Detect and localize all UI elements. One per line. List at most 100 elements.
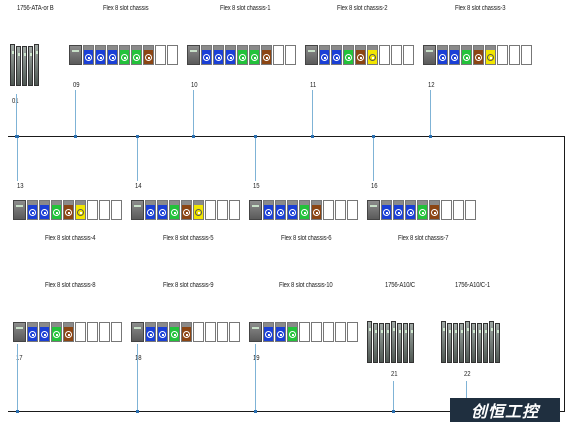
io-module-blue[interactable]: [287, 200, 298, 220]
drop-line: [137, 137, 138, 181]
io-module-brown[interactable]: [63, 200, 74, 220]
io-module-blue[interactable]: [107, 45, 118, 65]
flex-chassis-15[interactable]: [249, 200, 358, 220]
rack-module[interactable]: [373, 323, 378, 363]
io-module-blue[interactable]: [39, 322, 50, 342]
io-module-green[interactable]: [131, 45, 142, 65]
io-module-green[interactable]: [237, 45, 248, 65]
module-status-icon: [159, 208, 166, 216]
rack-module[interactable]: [397, 323, 402, 363]
rack-module[interactable]: [459, 323, 464, 363]
rack-module[interactable]: [403, 323, 408, 363]
io-module-brown[interactable]: [311, 200, 322, 220]
io-module-green[interactable]: [169, 200, 180, 220]
flex-chassis-16[interactable]: [367, 200, 476, 220]
empty-slot: [509, 45, 520, 65]
module-status-icon: [159, 330, 166, 338]
io-module-blue[interactable]: [263, 200, 274, 220]
io-module-green[interactable]: [417, 200, 428, 220]
io-module-brown[interactable]: [181, 322, 192, 342]
flex-chassis-17[interactable]: [13, 322, 122, 342]
rack-module[interactable]: [453, 323, 458, 363]
drop-line: [193, 90, 194, 136]
io-module-green[interactable]: [249, 45, 260, 65]
io-module-green[interactable]: [461, 45, 472, 65]
rack-module[interactable]: [367, 321, 372, 363]
flex-chassis-10[interactable]: [187, 45, 296, 65]
rack-module[interactable]: [441, 321, 446, 363]
io-module-green[interactable]: [299, 200, 310, 220]
rack-module[interactable]: [483, 323, 488, 363]
drop-line: [17, 137, 18, 181]
io-module-blue[interactable]: [95, 45, 106, 65]
io-module-yellow[interactable]: [193, 200, 204, 220]
io-module-brown[interactable]: [473, 45, 484, 65]
io-module-green[interactable]: [51, 200, 62, 220]
io-module-blue[interactable]: [145, 322, 156, 342]
rack-module[interactable]: [477, 323, 482, 363]
rack-module[interactable]: [10, 44, 15, 86]
controllogix-rack-01[interactable]: [10, 44, 39, 86]
io-module-blue[interactable]: [39, 200, 50, 220]
io-module-blue[interactable]: [393, 200, 404, 220]
rack-module[interactable]: [34, 44, 39, 86]
empty-slot: [403, 45, 414, 65]
io-module-blue[interactable]: [263, 322, 274, 342]
io-module-yellow[interactable]: [367, 45, 378, 65]
io-module-blue[interactable]: [213, 45, 224, 65]
io-module-yellow[interactable]: [75, 200, 86, 220]
flex-chassis-13[interactable]: [13, 200, 122, 220]
io-module-blue[interactable]: [381, 200, 392, 220]
rack-module[interactable]: [465, 321, 470, 363]
flex-chassis-11[interactable]: [305, 45, 414, 65]
io-module-blue[interactable]: [449, 45, 460, 65]
io-module-green[interactable]: [51, 322, 62, 342]
flex-chassis-14[interactable]: [131, 200, 240, 220]
io-module-blue[interactable]: [201, 45, 212, 65]
module-status-icon: [183, 330, 190, 338]
io-module-blue[interactable]: [83, 45, 94, 65]
io-module-blue[interactable]: [319, 45, 330, 65]
io-module-blue[interactable]: [157, 200, 168, 220]
rack-module[interactable]: [409, 323, 414, 363]
flex-chassis-09[interactable]: [69, 45, 178, 65]
io-module-blue[interactable]: [27, 322, 38, 342]
io-module-blue[interactable]: [275, 200, 286, 220]
io-module-blue[interactable]: [405, 200, 416, 220]
io-module-blue[interactable]: [157, 322, 168, 342]
flex-chassis-18[interactable]: [131, 322, 240, 342]
io-module-blue[interactable]: [27, 200, 38, 220]
io-module-blue[interactable]: [225, 45, 236, 65]
rack-module[interactable]: [391, 321, 396, 363]
io-module-brown[interactable]: [181, 200, 192, 220]
io-module-brown[interactable]: [355, 45, 366, 65]
io-module-blue[interactable]: [331, 45, 342, 65]
io-module-blue[interactable]: [275, 322, 286, 342]
rack-module[interactable]: [22, 46, 27, 86]
flex-chassis-19[interactable]: [249, 322, 358, 342]
io-module-blue[interactable]: [437, 45, 448, 65]
io-module-yellow[interactable]: [485, 45, 496, 65]
io-module-green[interactable]: [343, 45, 354, 65]
rack-module[interactable]: [489, 321, 494, 363]
controllogix-rack-21[interactable]: [367, 321, 414, 363]
io-module-brown[interactable]: [429, 200, 440, 220]
rack-module[interactable]: [447, 323, 452, 363]
controllogix-rack-22[interactable]: [441, 321, 500, 363]
rack-module[interactable]: [385, 323, 390, 363]
io-module-blue[interactable]: [145, 200, 156, 220]
io-module-green[interactable]: [287, 322, 298, 342]
flex-adapter: [249, 200, 262, 220]
rack-module[interactable]: [28, 46, 33, 86]
rack-module[interactable]: [379, 323, 384, 363]
io-module-brown[interactable]: [63, 322, 74, 342]
flex-chassis-12[interactable]: [423, 45, 532, 65]
rack-module[interactable]: [471, 323, 476, 363]
io-module-green[interactable]: [169, 322, 180, 342]
rack-module[interactable]: [495, 323, 500, 363]
rack-module[interactable]: [16, 46, 21, 86]
io-module-green[interactable]: [119, 45, 130, 65]
io-module-brown[interactable]: [261, 45, 272, 65]
watermark-logo: 创恒工控: [450, 398, 560, 422]
io-module-brown[interactable]: [143, 45, 154, 65]
